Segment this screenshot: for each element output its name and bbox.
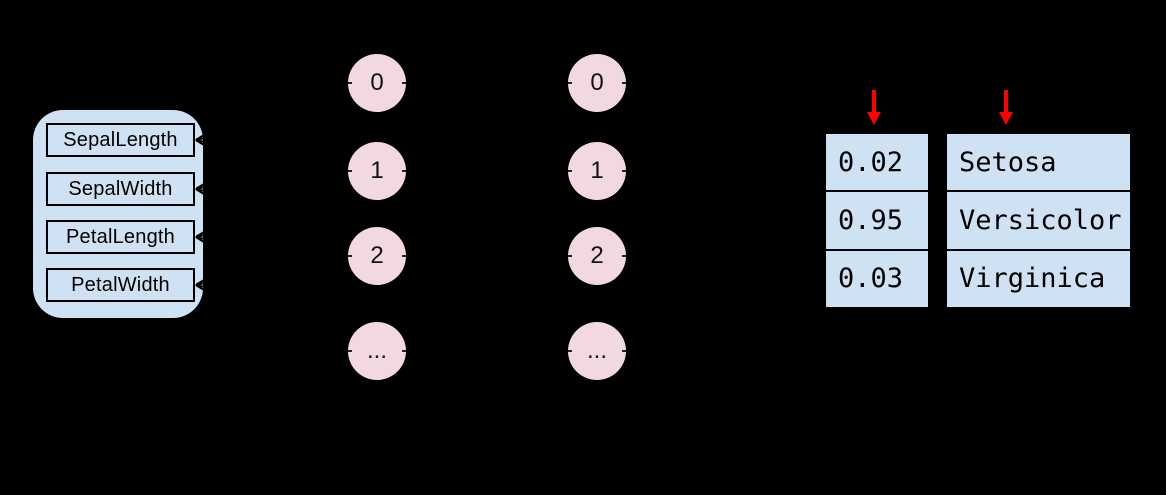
feature-label: SepalWidth <box>68 177 173 200</box>
node-label: ... <box>586 337 607 364</box>
hidden-layer-2-node-1: 1 <box>566 142 628 200</box>
probabilities-table: 0.02 0.95 0.03 <box>824 132 930 309</box>
class-cell: Versicolor <box>947 190 1130 248</box>
hidden-layer-2-node-0: 0 <box>566 54 628 112</box>
arrow-head <box>867 112 881 125</box>
arrow-shaft <box>1004 90 1008 113</box>
hidden-layer-2-node-2: 2 <box>566 227 628 285</box>
feature-label: PetalLength <box>66 225 175 248</box>
node-label: 0 <box>370 69 384 96</box>
class-cell: Setosa <box>959 146 1057 178</box>
feature-label: PetalWidth <box>71 273 170 296</box>
arrow-head <box>999 112 1013 125</box>
hidden-layer-1-node-ellipsis: ... <box>346 322 408 380</box>
probability-cell: 0.03 <box>826 248 928 307</box>
arrow-shaft <box>872 90 876 113</box>
red-down-arrow-icon <box>867 90 881 125</box>
node-label: 1 <box>590 157 604 184</box>
hidden-layer-1-node-2: 2 <box>346 227 408 285</box>
node-label: 1 <box>370 157 384 184</box>
node-label: 0 <box>590 69 604 96</box>
feature-box-petal-length: PetalLength <box>46 220 195 254</box>
node-label: ... <box>366 337 387 364</box>
input-features-panel: SepalLength SepalWidth PetalLength Petal… <box>33 110 203 318</box>
probability-cell: 0.02 <box>838 146 904 178</box>
class-cell: Virginica <box>947 248 1130 307</box>
feature-box-sepal-width: SepalWidth <box>46 172 195 206</box>
node-label: 2 <box>370 242 384 269</box>
red-down-arrow-icon <box>999 90 1013 125</box>
feature-box-sepal-length: SepalLength <box>46 123 195 157</box>
feature-fanout-arrows-icon <box>195 125 223 300</box>
classes-table: Setosa Versicolor Virginica <box>945 132 1132 309</box>
hidden-layer-2-node-ellipsis: ... <box>566 322 628 380</box>
feature-box-petal-width: PetalWidth <box>46 268 195 302</box>
probability-cell: 0.95 <box>826 190 928 248</box>
hidden-layer-1-node-1: 1 <box>346 142 408 200</box>
node-label: 2 <box>590 242 604 269</box>
feature-label: SepalLength <box>63 128 178 151</box>
hidden-layer-1-node-0: 0 <box>346 54 408 112</box>
